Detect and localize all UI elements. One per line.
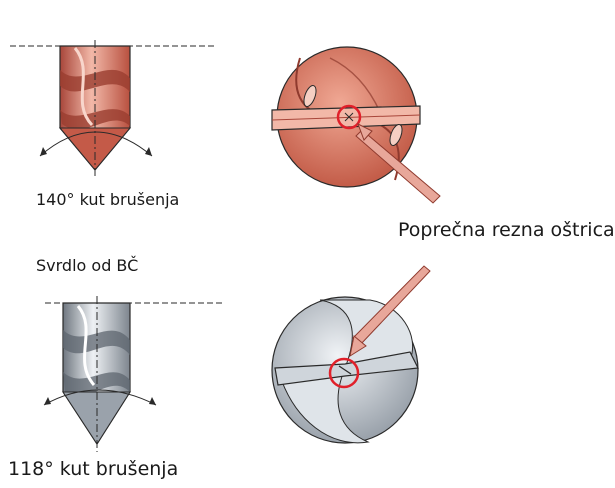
- hss-drill-end-view: [272, 47, 440, 203]
- standard-drill-end-view: [272, 266, 430, 443]
- standard-drill-angle-caption: 118° kut brušenja: [8, 458, 178, 480]
- hss-drill-side-view: [10, 40, 215, 176]
- standard-drill-side-view: [44, 296, 225, 452]
- chisel-edge-caption: Poprečna rezna oštrica: [398, 219, 615, 241]
- hss-drill-angle-caption: 140° kut brušenja: [36, 190, 179, 209]
- angle-arrow: [149, 397, 156, 405]
- hss-drill-title: Svrdlo od BČ: [36, 256, 138, 275]
- angle-arrow: [44, 397, 51, 405]
